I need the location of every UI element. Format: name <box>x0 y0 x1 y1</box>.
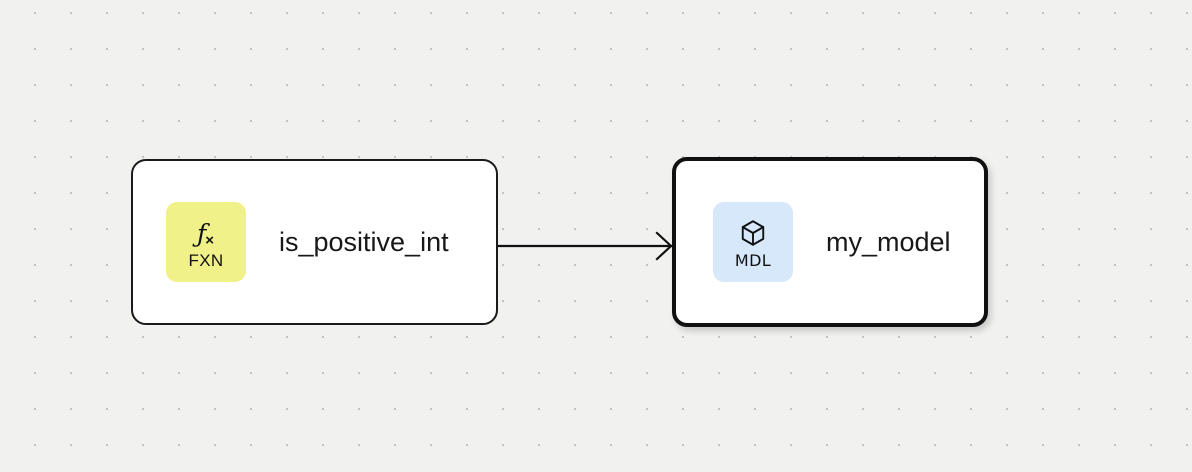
cube-icon <box>738 216 768 250</box>
badge-label: MDL <box>734 250 772 270</box>
edge-arrowhead-icon <box>655 231 673 261</box>
badge-label: FXN <box>188 251 224 270</box>
node-title: my_model <box>826 226 951 257</box>
node-is-positive-int[interactable]: ƒ× FXN is_positive_int <box>131 159 498 325</box>
node-type-badge-mdl: MDL <box>713 202 793 282</box>
edge-fxn-to-mdl[interactable] <box>498 231 673 261</box>
node-title: is_positive_int <box>279 226 449 257</box>
function-icon: ƒ× <box>196 218 215 249</box>
node-type-badge-fxn: ƒ× FXN <box>166 202 246 282</box>
node-my-model[interactable]: MDL my_model <box>672 157 988 327</box>
